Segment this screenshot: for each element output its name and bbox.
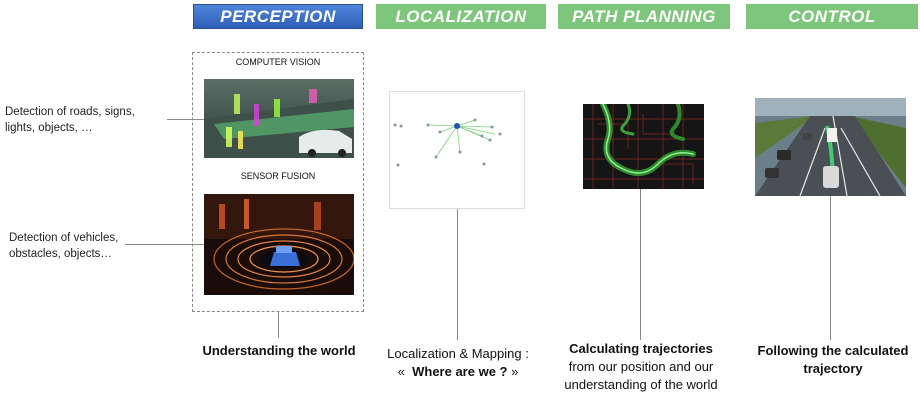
computer-vision-image	[204, 79, 354, 158]
perception-connector-line	[278, 312, 279, 338]
control-image	[755, 98, 906, 196]
control-summary: Following the calculated trajectory	[757, 343, 909, 376]
control-header: CONTROL	[746, 4, 918, 29]
path-planning-header: PATH PLANNING	[558, 4, 730, 29]
localization-header: LOCALIZATION	[376, 4, 546, 29]
localization-map-image	[389, 91, 525, 209]
computer-vision-caption: COMPUTER VISION	[235, 57, 321, 67]
path-planning-connector-line	[640, 189, 641, 340]
localization-connector-line	[457, 209, 458, 340]
path-planning-summary: Calculating trajectories from our positi…	[552, 340, 730, 394]
path-planning-image	[583, 104, 704, 189]
close-quote: »	[511, 364, 519, 379]
path-planning-summary-rest: from our position and our understanding …	[564, 359, 718, 392]
roads-detection-note: Detection of roads, signs, lights, objec…	[5, 106, 135, 134]
vehicles-detection-note: Detection of vehicles, obstacles, object…	[9, 232, 119, 260]
path-planning-summary-bold: Calculating trajectories	[569, 341, 713, 356]
perception-group-box	[192, 52, 364, 312]
control-connector-line	[830, 196, 831, 340]
sensor-fusion-image: ·	[204, 194, 354, 295]
localization-summary-line2: « Where are we ? »	[370, 363, 546, 381]
open-quote: «	[397, 364, 405, 379]
perception-header: PERCEPTION	[193, 4, 363, 29]
vehicles-connector-line	[125, 244, 204, 245]
sensor-fusion-caption: SENSOR FUSION	[240, 171, 316, 181]
localization-summary-line1: Localization & Mapping :	[387, 346, 529, 361]
roads-connector-line	[167, 119, 204, 120]
where-are-we-text: Where are we ?	[412, 364, 508, 379]
perception-summary: Understanding the world	[202, 343, 356, 358]
svg-text:·: ·	[324, 288, 325, 293]
